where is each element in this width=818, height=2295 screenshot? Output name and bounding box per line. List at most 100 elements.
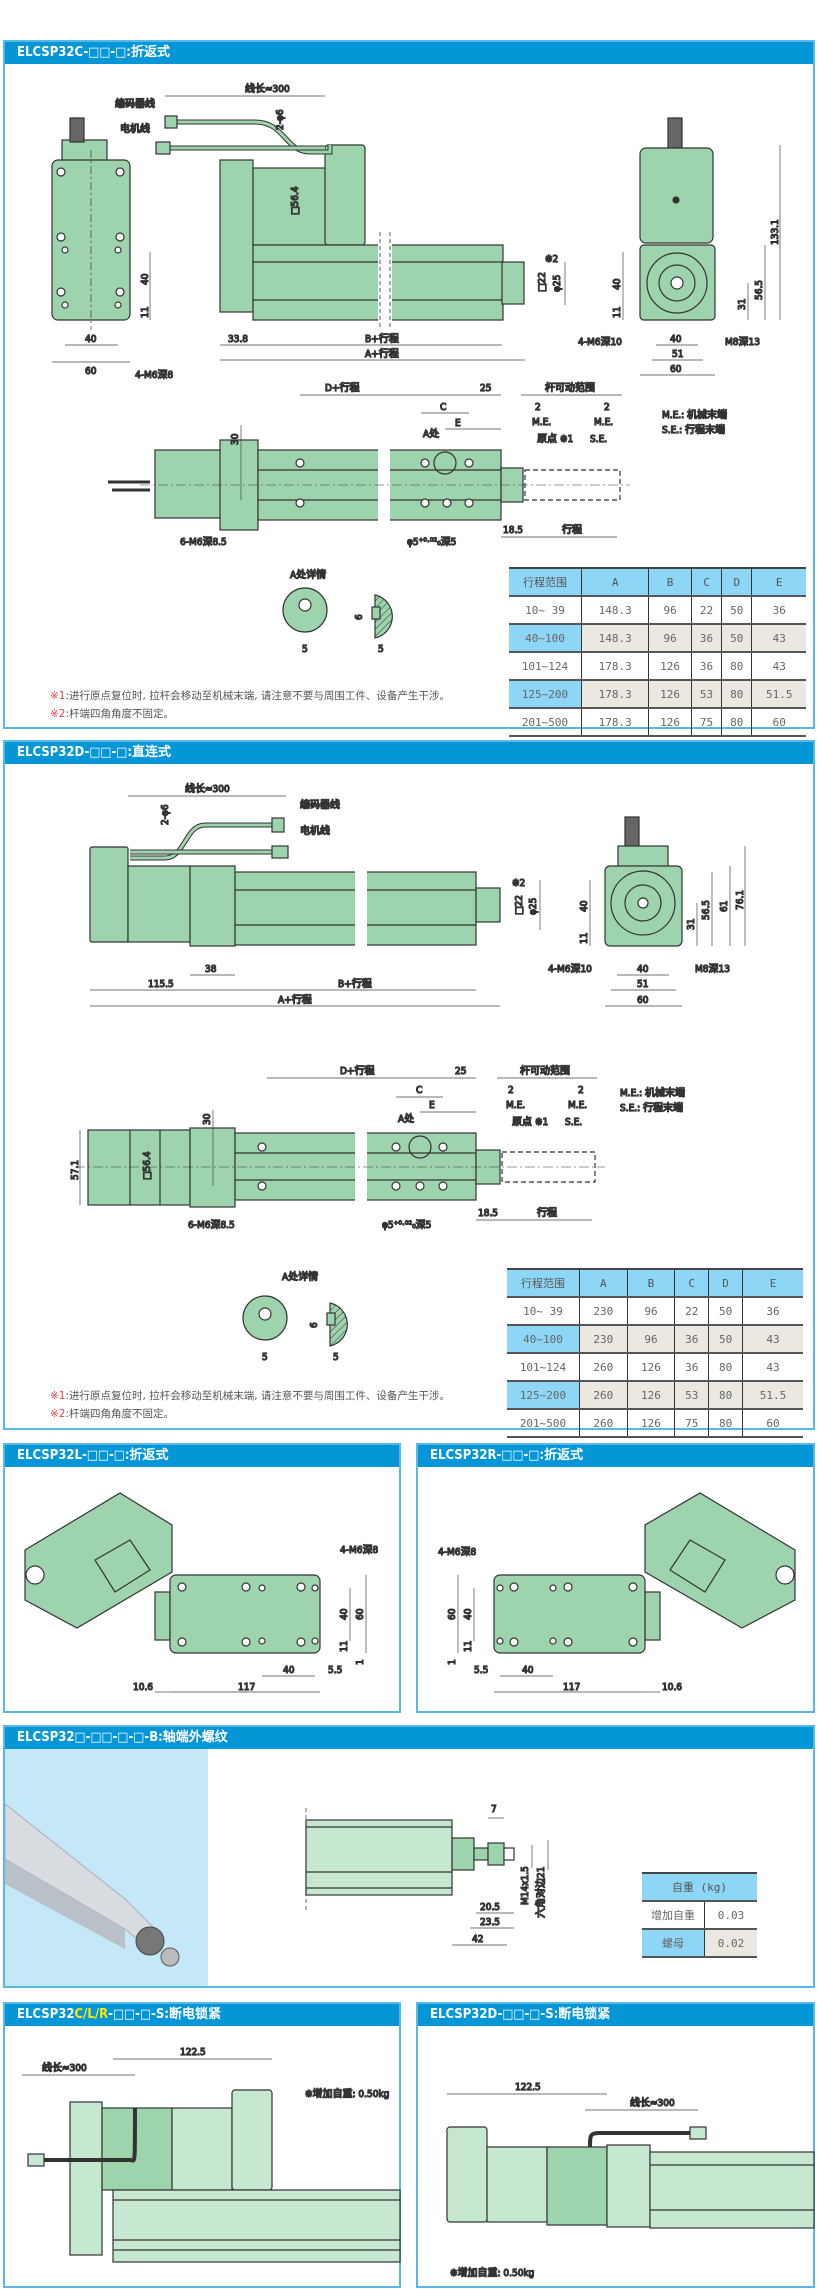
dim-label: 60: [85, 366, 97, 377]
dim-label: 5: [262, 1352, 268, 1363]
note-text: :进行原点复位时, 拉杆会移动至机械末端, 请注意不要与周围工件、设备产生干涉。: [65, 1390, 450, 1402]
stroke-range-cell: 40~100: [507, 1325, 580, 1354]
table-cell: 96: [626, 1297, 675, 1326]
drawing-circle: [296, 1637, 306, 1647]
tapped-hole-label: 4-M6深8: [135, 369, 173, 381]
pin-hole-label: φ5⁺⁰·⁰²₀深5: [407, 536, 456, 548]
dim-label: 40: [283, 1665, 295, 1676]
drawing-circle: [549, 1584, 557, 1592]
tapped-hole-label: 4-M6深8: [340, 1544, 378, 1556]
table-header-cell: A: [579, 1268, 628, 1298]
dim-label: 40: [612, 278, 623, 290]
legend-se: S.E.: 行程末端: [662, 423, 725, 436]
actuator-side-image: [5, 1859, 125, 1949]
dim-label: E: [429, 1100, 435, 1111]
drawing-circle: [549, 1637, 557, 1645]
dim-label: 31: [737, 299, 748, 310]
table-cell: 260: [579, 1381, 628, 1410]
section-title: ELCSP32D-□□-□:直连式: [5, 742, 813, 764]
drawing-rect: [475, 887, 501, 923]
table-cell: 230: [579, 1297, 628, 1326]
note-text: :进行原点复位时, 拉杆会移动至机械末端, 请注意不要与周围工件、设备产生干涉。: [65, 690, 450, 702]
table-header-cell: 行程范围: [509, 567, 582, 597]
note-mark: ※1: [50, 1390, 66, 1402]
dim-label: 40: [463, 1608, 474, 1620]
section-elcsp32d: ELCSP32D-□□-□:直连式: [3, 740, 815, 1430]
encoder-line-label: 编码器线: [115, 97, 155, 110]
drawing-rect: [169, 1574, 321, 1654]
dim-label: 5.5: [474, 1665, 488, 1676]
drawing-rect: [271, 817, 285, 833]
s1-dimension-lines-lower: [240, 394, 622, 538]
dim-label: 51: [672, 349, 683, 360]
dim-label: 2: [535, 402, 541, 413]
mechanical-end-label: M.E.: [568, 1100, 587, 1111]
drawing-rect: [154, 1591, 171, 1641]
table-cell: 36: [742, 1297, 803, 1326]
rod-range-label: 杆可动范围: [520, 1064, 570, 1077]
cable-diameter-label: 2-φ6: [160, 804, 171, 825]
mechanical-end-label: M.E.: [506, 1100, 525, 1111]
drawing-circle: [257, 1142, 267, 1152]
s3l-iso-view: [24, 1492, 173, 1629]
s1-top-view: [108, 439, 630, 531]
table-cell: 43: [742, 1325, 803, 1354]
stroke-range-cell: 101~124: [507, 1353, 580, 1382]
table-cell: 50: [708, 1325, 743, 1354]
drawing-circle: [295, 458, 305, 468]
dim-label: 11: [339, 1641, 350, 1652]
dim-label: 7: [491, 1804, 497, 1815]
drawing-circle: [311, 1584, 319, 1592]
dim-label: 23.5: [480, 1917, 500, 1928]
drawing-rect: [69, 117, 85, 143]
product-photo: [4, 1749, 208, 1986]
dim-label: 30: [230, 433, 241, 445]
s4-shaft-end-view: [305, 1808, 515, 1910]
dim-label: 5: [302, 644, 308, 655]
dim-label: 133.1: [770, 219, 781, 245]
drawing-rect: [617, 845, 669, 869]
drawing-circle: [258, 1637, 266, 1645]
dim-label: 40: [522, 1665, 534, 1676]
dim-label: 1: [355, 1659, 366, 1665]
s3r-iso-view: [644, 1492, 796, 1629]
s2-top-view: [75, 1120, 605, 1215]
drawing-rect: [189, 865, 236, 947]
drawing-circle: [56, 232, 66, 242]
rod-diameter-label: φ25: [528, 898, 539, 915]
dim-label: 40: [670, 334, 682, 345]
table-cell: 60: [742, 1409, 803, 1438]
dim-label: 117: [563, 1682, 580, 1693]
table-cell: 148.3: [580, 596, 649, 625]
dim-label: 60: [670, 364, 682, 375]
legend-se: S.E.: 行程末端: [620, 1101, 683, 1114]
section-title: ELCSP32C/L/R-□□-□-S:断电锁紧: [5, 2004, 399, 2026]
drawing-g: [177, 1582, 319, 1647]
s5l-dimension-lines: [22, 2058, 272, 2076]
encoder-line-label: 编码器线: [300, 798, 340, 811]
pin-hole-label: φ5⁺⁰·⁰²₀深5: [382, 1219, 431, 1231]
drawing-rect: [101, 2107, 173, 2191]
drawing-circle: [415, 1181, 425, 1191]
dim-label: 33.8: [228, 334, 248, 345]
dim-label: 20.5: [480, 1902, 500, 1913]
drawing-rect: [231, 2089, 273, 2191]
drawing-circle: [496, 1637, 504, 1645]
dim-label: 25: [480, 383, 491, 394]
rod-diameter-label: φ25: [552, 275, 563, 292]
drawing-circle: [257, 1181, 267, 1191]
dim-label: A+行程: [278, 993, 312, 1006]
cable-diameter-label: 2-φ6: [275, 109, 286, 130]
table-cell: 96: [648, 624, 692, 653]
drawing-rect: [112, 2189, 401, 2263]
table-cell: 53: [674, 1381, 709, 1410]
